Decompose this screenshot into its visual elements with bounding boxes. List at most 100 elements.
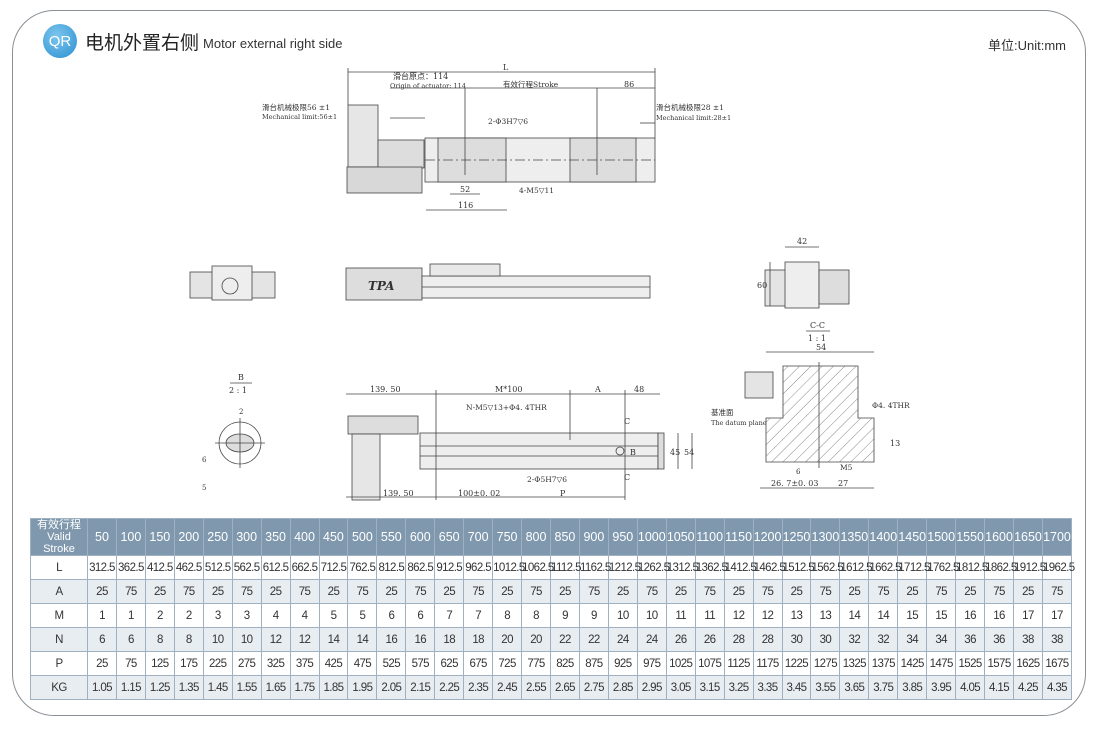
stroke-header: 950 — [607, 518, 638, 556]
table-cell: 11 — [694, 603, 725, 628]
table-cell: 16 — [376, 627, 407, 652]
stroke-header: 1700 — [1041, 518, 1073, 556]
table-cell: 75 — [173, 579, 204, 604]
table-cell: 26 — [665, 627, 696, 652]
table-cell: 3 — [202, 603, 233, 628]
table-cell: 4.35 — [1041, 675, 1073, 700]
table-cell: 1 — [87, 603, 117, 628]
table-cell: 3.55 — [810, 675, 841, 700]
table-cell: 1762.5 — [926, 555, 959, 580]
title-chinese: 电机外置右侧 — [85, 31, 200, 54]
table-cell: 1512.5 — [781, 555, 815, 580]
qr-badge: QR — [43, 24, 77, 58]
table-cell: 4.15 — [984, 675, 1014, 700]
stroke-header: 250 — [202, 518, 233, 556]
table-cell: 25 — [492, 579, 523, 604]
table-cell: 15 — [897, 603, 928, 628]
side-view: TPA — [345, 263, 651, 301]
front-view: 139. 50 M*100 A 48 N-M5▽13+Φ4. 4THR 2-Φ5… — [346, 385, 694, 501]
table-cell: 6 — [115, 627, 146, 652]
header-en: Valid Stroke — [43, 531, 75, 555]
table-cell: 2.05 — [376, 675, 407, 700]
table-cell: 1012.5 — [492, 555, 525, 580]
table-cell: 10 — [636, 603, 667, 628]
table-cell: 75 — [926, 579, 957, 604]
table-cell: 8 — [521, 603, 551, 628]
dim-L: L — [503, 63, 509, 72]
table-cell: 1912.5 — [1013, 555, 1046, 580]
table-cell: 10 — [607, 603, 638, 628]
table-cell: 1675 — [1041, 651, 1073, 676]
table-cell: 2.85 — [607, 675, 638, 700]
left-end-view — [189, 265, 276, 301]
table-cell: 3.45 — [781, 675, 812, 700]
stroke-header: 1050 — [665, 518, 696, 556]
table-cell: 75 — [405, 579, 436, 604]
stroke-header: 300 — [231, 518, 262, 556]
table-cell: 38 — [1013, 627, 1043, 652]
table-cell: 18 — [434, 627, 465, 652]
table-cell: 2.55 — [521, 675, 551, 700]
table-cell: 75 — [752, 579, 783, 604]
table-cell: 912.5 — [434, 555, 465, 580]
table-cell: 1662.5 — [868, 555, 901, 580]
origin-label-en: Origin of actuator: 114 — [390, 82, 466, 90]
table-cell: 7 — [434, 603, 465, 628]
table-cell: 1.75 — [289, 675, 320, 700]
dim-139-bottom: 139. 50 — [383, 489, 414, 498]
dim-P: P — [560, 489, 566, 498]
table-cell: 875 — [578, 651, 609, 676]
stroke-header: 1200 — [752, 518, 783, 556]
table-cell: 412.5 — [144, 555, 175, 580]
table-cell: 1.65 — [260, 675, 291, 700]
row-label: L — [30, 555, 88, 580]
table-cell: 1.35 — [173, 675, 204, 700]
table-cell: 16 — [405, 627, 436, 652]
stroke-header: 1500 — [926, 518, 957, 556]
table-cell: 1075 — [694, 651, 725, 676]
row-label: N — [30, 627, 88, 652]
table-cell: 9 — [578, 603, 609, 628]
section-title: C-C — [810, 321, 825, 330]
stroke-header: 1600 — [984, 518, 1014, 556]
table-cell: 1175 — [752, 651, 783, 676]
table-cell: 25 — [781, 579, 812, 604]
table-cell: 25 — [723, 579, 754, 604]
stroke-header: 100 — [115, 518, 146, 556]
table-cell: 75 — [463, 579, 494, 604]
table-cell: 1062.5 — [521, 555, 554, 580]
dim-116: 116 — [458, 201, 473, 210]
page-frame — [12, 10, 1086, 716]
table-cell: 75 — [694, 579, 725, 604]
stroke-header: 1150 — [723, 518, 754, 556]
detail-b-title: B — [238, 373, 244, 382]
right-end-view: 42 60 — [757, 237, 850, 309]
stroke-header: 1400 — [868, 518, 899, 556]
table-cell: 512.5 — [202, 555, 233, 580]
table-cell: 30 — [810, 627, 841, 652]
table-cell: 11 — [665, 603, 696, 628]
stroke-label: 有效行程Stroke — [503, 79, 559, 89]
table-cell: 16 — [955, 603, 986, 628]
table-cell: 425 — [318, 651, 349, 676]
table-cell: 25 — [550, 579, 580, 604]
table-cell: 2.45 — [492, 675, 523, 700]
table-cell: 2.15 — [405, 675, 436, 700]
table-cell: 1862.5 — [984, 555, 1017, 580]
table-cell: 2.95 — [636, 675, 667, 700]
stroke-header: 1100 — [694, 518, 725, 556]
table-cell: 1212.5 — [607, 555, 641, 580]
row-label: P — [30, 651, 88, 676]
table-cell: 1625 — [1013, 651, 1043, 676]
table-cell: 75 — [868, 579, 899, 604]
table-cell: 38 — [1041, 627, 1073, 652]
table-cell: 8 — [492, 603, 523, 628]
table-cell: 1275 — [810, 651, 841, 676]
stroke-header: 1300 — [810, 518, 841, 556]
table-cell: 7 — [463, 603, 494, 628]
